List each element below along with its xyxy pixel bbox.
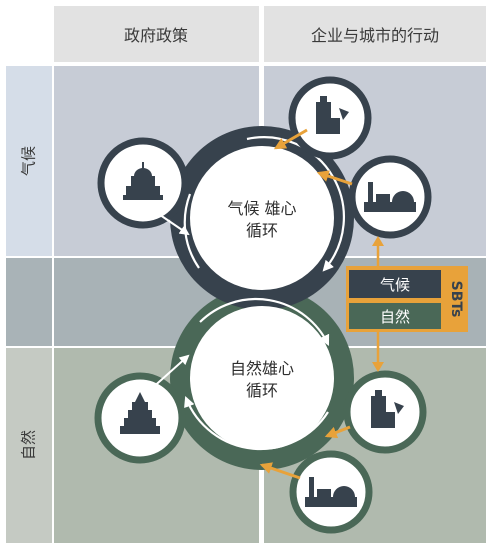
row-label-nature: 自然 (20, 430, 38, 460)
nature-cycle-arc-bottom (184, 395, 329, 451)
column-header-policy: 政府政策 (124, 26, 188, 45)
nature-cycle-label-line1: 自然雄心 (230, 359, 294, 378)
business-climate-top-node (288, 76, 372, 160)
business-climate-bottom-node (348, 155, 432, 239)
row-label-climate: 气候 (20, 146, 38, 176)
middle-label-cell (6, 258, 52, 346)
business-nature-top-arrow (324, 425, 351, 439)
factory-tower-icon (316, 96, 349, 134)
policy-nature-node (94, 372, 186, 464)
industrial-plant-icon (305, 477, 357, 507)
sbts-arrow-down (372, 362, 384, 372)
row-label-nature-cell (6, 348, 52, 543)
policy-climate-node (97, 137, 189, 229)
climate-cycle-label-line2: 循环 (246, 221, 278, 240)
nature-cycle-arc-top (199, 297, 330, 346)
capitol-building-icon (123, 162, 163, 200)
business-nature-bottom-arrow (259, 462, 301, 480)
nature-cycle-label-line2: 循环 (246, 381, 278, 400)
business-climate-top-arrow (273, 128, 308, 150)
policy-nature-arrow (149, 354, 190, 391)
climate-cycle-label-line1: 气候 雄心 (227, 199, 296, 218)
header-business-cell (264, 6, 486, 62)
sbts-nature-label: 自然 (380, 308, 410, 326)
row-label-climate-cell (6, 66, 52, 256)
sbts-title-strip (444, 266, 468, 332)
sbts-box: 气候 自然 SBTs (346, 266, 468, 332)
climate-cycle-center (190, 146, 334, 290)
sbts-climate-cell (349, 270, 441, 298)
pagoda-building-icon (120, 392, 160, 434)
header-policy-cell (54, 6, 259, 62)
sbts-nature-cell (349, 303, 441, 329)
industrial-plant-icon (364, 182, 416, 212)
factory-tower-icon (371, 390, 404, 428)
business-nature-bottom-node (289, 450, 373, 534)
column-header-business: 企业与城市的行动 (311, 26, 439, 45)
sbts-title: SBTs (448, 281, 464, 318)
nature-cycle-center (190, 306, 334, 450)
business-nature-top-node (343, 370, 427, 454)
policy-climate-arrow (146, 205, 190, 236)
business-climate-bottom-arrow (316, 170, 353, 186)
sbts-arrow-up (372, 236, 384, 246)
sbts-climate-label: 气候 (380, 276, 410, 294)
